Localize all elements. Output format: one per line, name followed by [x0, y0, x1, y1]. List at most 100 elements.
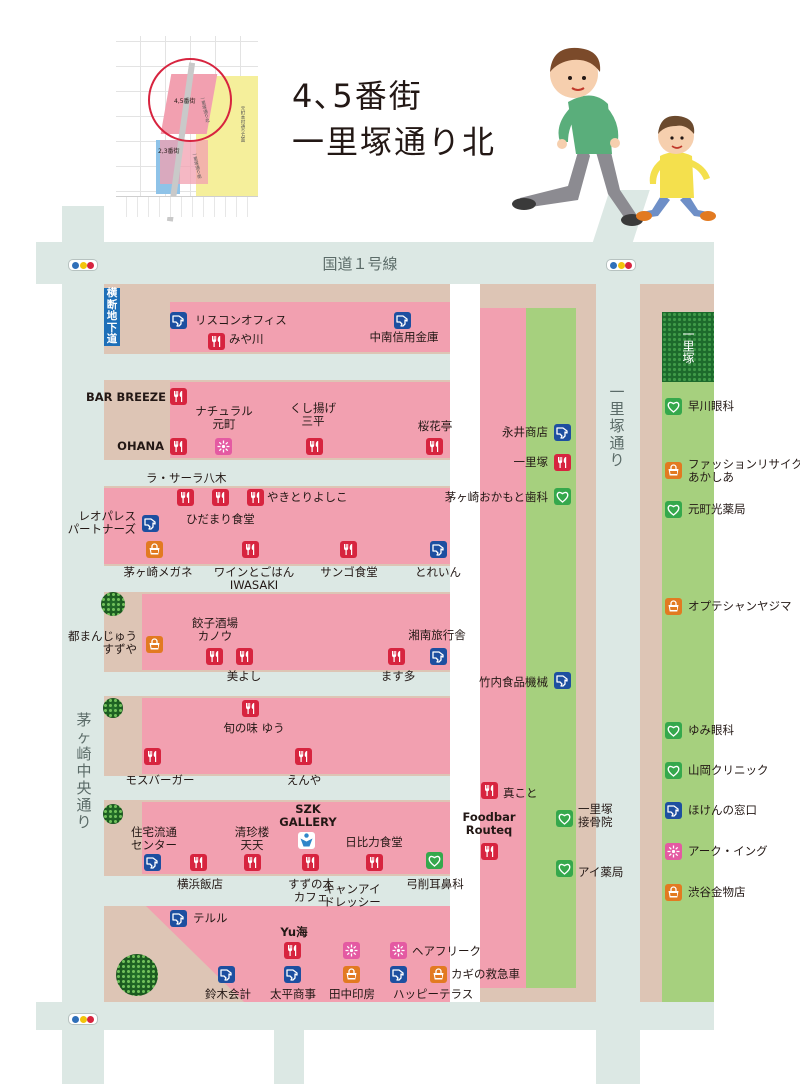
- food-icon: [302, 854, 319, 871]
- food-icon: [170, 388, 187, 405]
- inset-south-block: [160, 140, 208, 184]
- shop-icon: [343, 966, 360, 983]
- inset-highlight-circle: [148, 58, 232, 142]
- office-icon: [554, 424, 571, 441]
- place-label[interactable]: 中南信用金庫: [369, 330, 439, 344]
- street-label-chigasaki: 茅ヶ崎中央通り: [75, 712, 93, 831]
- place-label[interactable]: BAR BREEZE: [85, 390, 166, 404]
- inset-label-23: 2,3番街: [158, 148, 180, 155]
- office-icon: [218, 966, 235, 983]
- place-label[interactable]: カギの救急車: [451, 967, 520, 981]
- inset-scale-table: [116, 196, 258, 217]
- place-label[interactable]: 餃子酒場 カノウ: [192, 616, 238, 643]
- place-label[interactable]: 早川眼科: [688, 399, 734, 413]
- place-label[interactable]: とれいん: [415, 565, 461, 579]
- place-label[interactable]: モスバーガー: [125, 773, 195, 787]
- food-icon: [170, 438, 187, 455]
- place-label[interactable]: リスコンオフィス: [195, 313, 287, 327]
- place-label[interactable]: 茅ヶ崎メガネ: [123, 565, 193, 579]
- gallery-icon: [298, 832, 315, 849]
- place-label[interactable]: 旬の味 ゆう: [223, 721, 285, 735]
- office-icon: [390, 966, 407, 983]
- street-char: 央: [76, 779, 92, 797]
- place-label[interactable]: 渋谷金物店: [688, 885, 746, 899]
- place-label[interactable]: レオパレス パートナーズ: [67, 509, 136, 536]
- place-label[interactable]: ほけんの窓口: [688, 803, 757, 817]
- shop-icon: [146, 636, 163, 653]
- place-label[interactable]: 弓削耳鼻科: [406, 877, 464, 891]
- crossing-sign: 横断地下道: [104, 287, 120, 346]
- food-icon: [206, 648, 223, 665]
- place-label[interactable]: えんや: [286, 773, 322, 787]
- place-label[interactable]: 永井商店: [502, 425, 548, 439]
- place-label[interactable]: SZK GALLERY: [279, 802, 337, 829]
- place-label[interactable]: すずの木 カフェ: [288, 877, 334, 904]
- place-label[interactable]: ひだまり食堂: [186, 512, 255, 526]
- place-label[interactable]: OHANA: [117, 439, 164, 453]
- tree: [101, 592, 125, 616]
- place-label[interactable]: 一里塚 接骨院: [578, 802, 613, 829]
- place-label[interactable]: オプテシャンヤジマ: [688, 599, 792, 613]
- place-label[interactable]: 住宅流通 センター: [131, 825, 177, 852]
- food-icon: [177, 489, 194, 506]
- place-label[interactable]: アーク・イング: [688, 844, 768, 858]
- medical-icon: [426, 852, 443, 869]
- place-label[interactable]: 都まんじゅう すずや: [68, 629, 137, 656]
- food-icon: [295, 748, 312, 765]
- landmark-ichirizuka: [662, 312, 714, 382]
- shop-icon: [665, 598, 682, 615]
- place-label[interactable]: ナチュラル 元町: [195, 404, 253, 431]
- place-label[interactable]: 横浜飯店: [177, 877, 223, 891]
- street-char: 断: [106, 298, 118, 311]
- place-label[interactable]: Yu海: [280, 925, 308, 939]
- place-label[interactable]: 太平商事: [270, 987, 316, 1001]
- place-label[interactable]: やきとりよしこ: [267, 490, 348, 504]
- street-char: 下: [106, 321, 118, 334]
- food-icon: [366, 854, 383, 871]
- place-label[interactable]: 元町光薬局: [688, 502, 746, 516]
- street-char: 通: [76, 796, 92, 814]
- place-label[interactable]: 鈴木会計: [205, 987, 251, 1001]
- road-ichirizuka: [596, 284, 640, 1084]
- inset-road-c: 元町本村通り方面: [240, 106, 245, 142]
- place-label[interactable]: くし揚げ 三平: [290, 401, 336, 428]
- place-label[interactable]: 日比力食堂: [345, 835, 403, 849]
- place-label[interactable]: ハッピーテラス: [393, 987, 474, 1001]
- place-label[interactable]: サンゴ食堂: [320, 565, 378, 579]
- place-label[interactable]: ワインとごはん IWASAKI: [213, 565, 295, 592]
- place-label[interactable]: 美よし: [226, 669, 262, 683]
- street-char: ヶ: [76, 728, 92, 746]
- place-label[interactable]: 田中印房: [329, 987, 375, 1001]
- place-label[interactable]: 山岡クリニック: [688, 763, 769, 777]
- place-label[interactable]: 桜花亭: [417, 419, 453, 433]
- inset-label-45: 4,5番街: [174, 98, 196, 105]
- landmark-label: 一里塚: [681, 328, 695, 364]
- food-icon: [481, 843, 498, 860]
- walking-kids-illustration: [512, 44, 728, 234]
- alley-2: [104, 460, 450, 486]
- place-label[interactable]: ます多: [380, 669, 416, 683]
- traffic-signal: [606, 259, 636, 271]
- place-label[interactable]: ゆみ眼科: [688, 723, 734, 737]
- shop-icon: [430, 966, 447, 983]
- place-label[interactable]: テルル: [193, 911, 228, 925]
- place-label[interactable]: 真こと: [503, 786, 538, 800]
- place-label[interactable]: 湘南旅行舎: [408, 628, 466, 642]
- place-label[interactable]: ラ・サーラ八木: [146, 471, 227, 485]
- place-label[interactable]: 一里塚: [513, 455, 549, 469]
- place-label[interactable]: みや川: [229, 332, 264, 346]
- place-label[interactable]: キャンアイ ドレッシー: [323, 882, 381, 909]
- traffic-signal: [68, 1013, 98, 1025]
- place-label[interactable]: ヘアフリーク: [412, 944, 481, 958]
- place-label[interactable]: 清珍楼 天天: [234, 825, 270, 852]
- place-label[interactable]: 茅ヶ崎おかもと歯科: [444, 490, 548, 504]
- medical-icon: [665, 398, 682, 415]
- place-label[interactable]: ファッションリサイクル あかしあ: [688, 457, 800, 484]
- street-label-kokudo: 国道１号線: [322, 255, 398, 273]
- street-char: り: [76, 813, 92, 831]
- place-label[interactable]: アイ薬局: [578, 865, 624, 879]
- food-icon: [242, 700, 259, 717]
- place-label[interactable]: 竹内食品機械: [479, 675, 548, 689]
- shop-icon: [665, 884, 682, 901]
- place-label[interactable]: Foodbar Routeq: [462, 810, 516, 837]
